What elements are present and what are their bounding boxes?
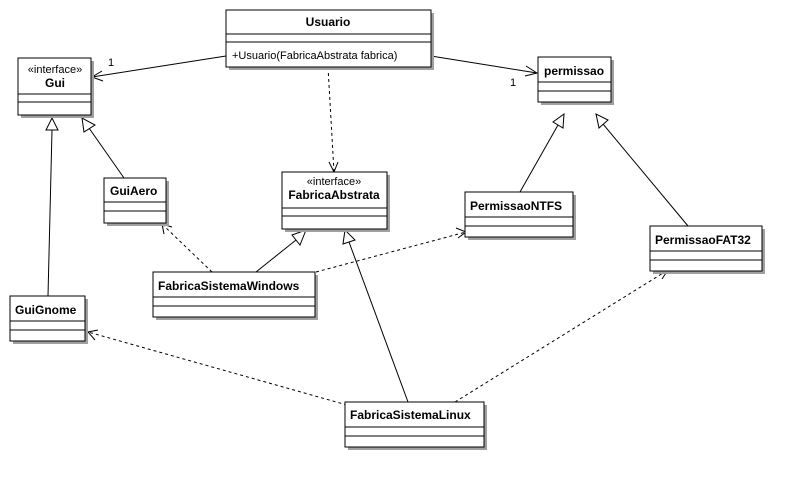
dependency-fabricasistemawindows-permissaontfs — [315, 227, 468, 273]
class-name-permissao: permissao — [544, 64, 604, 78]
multiplicity-usuario-gui: 1 — [108, 57, 114, 69]
stereotype-gui: «interface» — [28, 64, 82, 76]
class-usuario: Usuario +Usuario(FabricaAbstrata fabrica… — [225, 9, 434, 70]
dependency-fabricasistemawindows-guiaero — [161, 223, 213, 273]
class-name-fabricasistemawindows: FabricaSistemaWindows — [158, 279, 300, 293]
class-permissaofat32: PermissaoFAT32 — [649, 225, 765, 274]
class-guiaero: GuiAero — [103, 177, 169, 226]
class-fabricasistemalinux: FabricaSistemaLinux — [344, 401, 487, 450]
generalization-fabricasistemalinux-fabricaabstrata — [342, 228, 409, 403]
generalization-guignome-gui — [45, 116, 59, 297]
class-guignome: GuiGnome — [9, 295, 88, 344]
class-name-permissaontfs: PermissaoNTFS — [470, 199, 562, 213]
dependency-usuario-fabricaabstrata — [327, 66, 339, 174]
interface-fabricaabstrata: «interface» FabricaAbstrata — [281, 171, 390, 232]
generalization-fabricasistemawindows-fabricaabstrata — [255, 229, 307, 273]
class-name-guiaero: GuiAero — [110, 184, 157, 198]
class-fabricasistemawindows: FabricaSistemaWindows — [152, 271, 318, 320]
multiplicity-usuario-permissao: 1 — [510, 77, 516, 89]
generalization-permissaontfs-permissao — [519, 112, 565, 193]
class-name-fabricasistemalinux: FabricaSistemaLinux — [350, 408, 471, 422]
class-name-guignome: GuiGnome — [15, 303, 77, 317]
generalization-permissaofat32-permissao — [595, 113, 689, 227]
interface-gui: «interface» Gui — [17, 57, 94, 118]
class-name-usuario: Usuario — [306, 15, 351, 29]
class-permissaontfs: PermissaoNTFS — [464, 191, 576, 240]
class-permissao: permissao — [537, 56, 614, 105]
generalization-guiaero-gui — [81, 117, 125, 179]
operation-usuario-constructor: +Usuario(FabricaAbstrata fabrica) — [232, 50, 397, 62]
class-name-fabricaabstrata: FabricaAbstrata — [288, 188, 380, 202]
class-name-gui: Gui — [45, 76, 65, 90]
dependency-fabricasistemalinux-permissaofat32 — [454, 269, 669, 403]
stereotype-fabricaabstrata: «interface» — [307, 176, 361, 188]
class-name-permissaofat32: PermissaoFAT32 — [655, 233, 751, 247]
association-usuario-permissao — [430, 55, 539, 77]
dependency-fabricasistemalinux-guignome — [87, 329, 348, 406]
